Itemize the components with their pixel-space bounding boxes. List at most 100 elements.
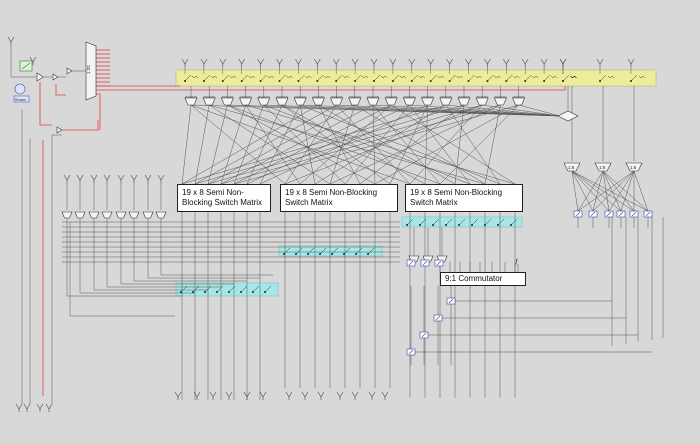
selector-icon [616, 210, 626, 218]
wire [602, 170, 622, 212]
wire [571, 170, 635, 212]
divider-icon [594, 162, 612, 172]
resistor-icon [191, 75, 199, 79]
wire [300, 104, 501, 185]
antenna-icon [181, 58, 189, 67]
wire [21, 62, 31, 70]
combiner-icon [293, 97, 307, 106]
wire [181, 104, 446, 185]
resistor-icon [550, 75, 558, 79]
antenna-icon [285, 391, 293, 400]
wire [439, 104, 519, 185]
antenna-icon [144, 174, 152, 183]
wire [207, 104, 228, 185]
antenna-icon [90, 174, 98, 183]
wire [359, 104, 465, 185]
rf-feed-path [39, 49, 566, 396]
wire [314, 104, 446, 185]
selector-icon [406, 348, 416, 356]
antenna-icon [446, 58, 453, 67]
antenna-icon [484, 58, 491, 67]
oscillator-icon [14, 83, 26, 95]
wire [318, 104, 361, 185]
wire [391, 104, 516, 185]
switch-icon [543, 74, 551, 83]
resistor-icon [638, 75, 646, 79]
switch-icon [405, 218, 414, 227]
switch-icon [418, 218, 427, 227]
wire [484, 104, 501, 185]
switch-icon [202, 74, 211, 83]
selector-icon [406, 259, 416, 267]
switch-icon [259, 74, 267, 83]
antenna-icon [63, 174, 71, 183]
combiner-icon [457, 97, 471, 106]
wire [409, 104, 483, 185]
selector-icon [629, 210, 639, 218]
combiner-icon [475, 97, 489, 106]
reference-label: Rndom [15, 98, 26, 102]
wire [220, 104, 374, 185]
combiner-icon [101, 211, 113, 219]
antenna-icon [301, 391, 309, 400]
antenna-icon [351, 58, 359, 67]
wire [329, 104, 356, 185]
resistor-icon [248, 75, 255, 79]
resistor-icon [399, 75, 407, 79]
wire [571, 170, 610, 212]
divider-icon [563, 162, 581, 172]
selector-icon [434, 259, 444, 267]
switch-icon [203, 285, 212, 294]
wire [318, 104, 456, 185]
switch-icon [306, 247, 315, 256]
selector-icon [604, 210, 614, 218]
antenna-icon [209, 391, 217, 400]
resistor-icon [361, 75, 369, 79]
wire [336, 104, 561, 117]
wire [372, 104, 441, 185]
combiner-icon [493, 97, 507, 106]
wire [571, 170, 649, 212]
wire [263, 104, 471, 185]
resistor-icon [267, 75, 274, 79]
selector-icon [419, 331, 429, 339]
antenna-icon [332, 58, 340, 67]
reference-block [13, 95, 30, 103]
splitter-icon [85, 41, 97, 101]
wire [374, 104, 519, 185]
wire [209, 104, 486, 185]
switch-icon [561, 74, 570, 83]
switch-icon [221, 74, 229, 83]
antenna-icon [29, 56, 37, 65]
wire [96, 93, 101, 130]
switch-icon [629, 74, 638, 83]
wire [284, 104, 483, 185]
wire [518, 104, 561, 117]
switch-icon [509, 218, 518, 227]
combiner-icon [74, 211, 86, 219]
wire [209, 104, 331, 185]
wire [39, 82, 52, 126]
resistor-icon [305, 75, 312, 79]
amplifier-icon [66, 67, 73, 75]
antenna-icon [370, 58, 378, 67]
wire [194, 104, 465, 185]
wire [190, 104, 411, 185]
antenna-icon [219, 58, 227, 67]
wire [227, 104, 376, 185]
switch-icon [444, 218, 453, 227]
antenna-icon [174, 391, 182, 400]
commutator-marker: ƒ [515, 259, 518, 265]
combiner-icon [421, 97, 435, 106]
antenna-icon [23, 403, 31, 412]
resistor-icon [210, 75, 218, 79]
divider-label: 1:6 [599, 165, 606, 170]
wire [69, 222, 175, 317]
wire [571, 170, 594, 212]
antenna-icon [389, 58, 397, 67]
wire [246, 104, 410, 185]
antenna-icon [465, 58, 472, 67]
wire [354, 104, 486, 185]
wire [602, 170, 649, 212]
